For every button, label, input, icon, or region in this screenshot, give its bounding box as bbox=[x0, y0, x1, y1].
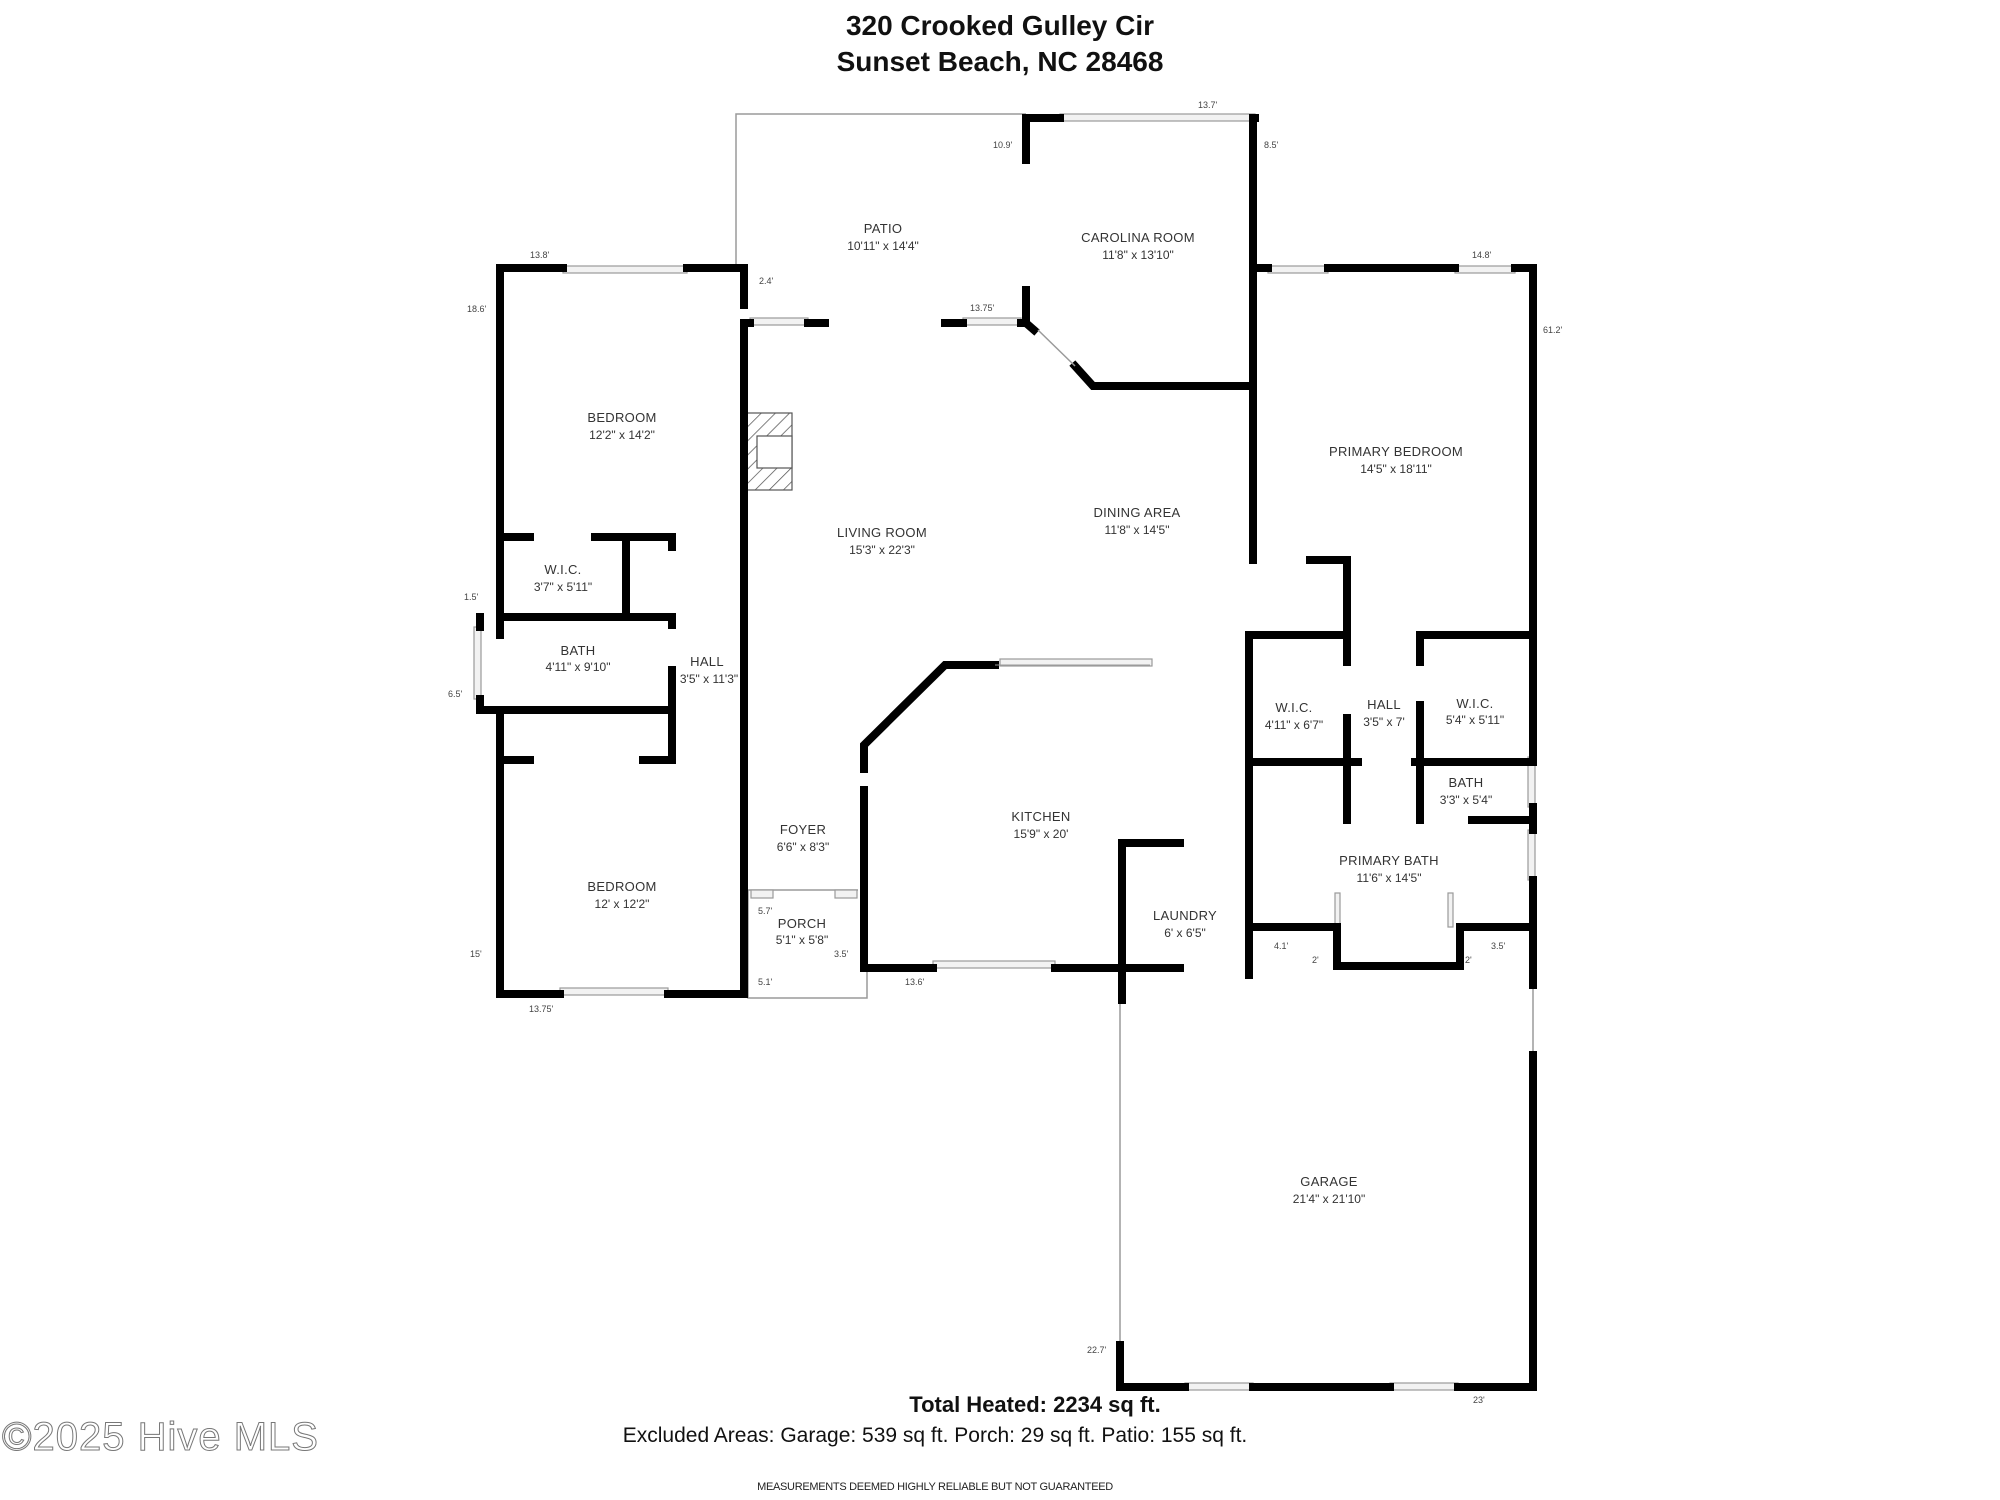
thin-outlines bbox=[735, 113, 1534, 1345]
svg-text:15': 15' bbox=[470, 949, 482, 959]
window bbox=[473, 626, 482, 700]
svg-text:5.7': 5.7' bbox=[758, 906, 773, 916]
room-carolina-dims: 11'8" x 13'10" bbox=[1102, 248, 1174, 262]
room-bedroom-upper-dims: 12'2" x 14'2" bbox=[589, 428, 655, 442]
windows bbox=[473, 113, 1536, 1391]
fireplace-icon bbox=[741, 412, 793, 491]
room-primary-bedroom-dims: 14'5" x 18'11" bbox=[1360, 462, 1432, 476]
room-wic-primary-right-name: W.I.C. bbox=[1456, 696, 1493, 711]
room-garage-dims: 21'4" x 21'10" bbox=[1293, 1192, 1366, 1206]
room-laundry-dims: 6' x 6'5" bbox=[1164, 926, 1206, 940]
window bbox=[1389, 1382, 1459, 1391]
window bbox=[932, 960, 1056, 969]
window bbox=[1447, 892, 1454, 928]
room-bath-primary-small-name: BATH bbox=[1449, 775, 1484, 790]
window bbox=[559, 987, 669, 996]
svg-text:22.7': 22.7' bbox=[1087, 1345, 1107, 1355]
svg-text:14.8': 14.8' bbox=[1472, 250, 1492, 260]
svg-text:10.9': 10.9' bbox=[993, 140, 1013, 150]
window bbox=[962, 317, 1022, 326]
room-hall-primary-name: HALL bbox=[1367, 697, 1401, 712]
svg-text:2': 2' bbox=[1312, 955, 1319, 965]
room-wic-left-dims: 3'7" x 5'11" bbox=[534, 580, 592, 594]
room-primary-bedroom-name: PRIMARY BEDROOM bbox=[1329, 444, 1463, 459]
address-line-2: Sunset Beach, NC 28468 bbox=[836, 46, 1164, 77]
room-living-dims: 15'3" x 22'3" bbox=[849, 543, 915, 557]
room-bath-left-dims: 4'11" x 9'10" bbox=[546, 660, 611, 674]
window bbox=[1184, 1382, 1254, 1391]
window bbox=[749, 317, 809, 326]
room-dining-dims: 11'8" x 14'5" bbox=[1105, 523, 1170, 537]
measurement-disclaimer: MEASUREMENTS DEEMED HIGHLY RELIABLE BUT … bbox=[757, 1481, 1113, 1493]
watermark: ©2025 Hive MLS bbox=[2, 1415, 319, 1460]
room-hall-left-dims: 3'5" x 11'3" bbox=[680, 672, 738, 686]
svg-text:13.7': 13.7' bbox=[1198, 100, 1218, 110]
room-laundry-name: LAUNDRY bbox=[1153, 908, 1217, 923]
room-patio-dims: 10'11" x 14'4" bbox=[847, 239, 919, 253]
svg-text:2.4': 2.4' bbox=[759, 276, 774, 286]
room-bath-left-name: BATH bbox=[561, 643, 596, 658]
room-wic-left-name: W.I.C. bbox=[544, 562, 581, 577]
window bbox=[1454, 265, 1516, 274]
walls bbox=[476, 114, 1537, 1391]
room-bedroom-upper-name: BEDROOM bbox=[587, 410, 656, 425]
svg-text:8.5': 8.5' bbox=[1264, 140, 1279, 150]
svg-text:13.75': 13.75' bbox=[529, 1004, 554, 1014]
window bbox=[1334, 892, 1341, 928]
svg-text:1.5': 1.5' bbox=[464, 592, 479, 602]
room-primary-bath-name: PRIMARY BATH bbox=[1339, 853, 1439, 868]
room-foyer-name: FOYER bbox=[780, 822, 826, 837]
svg-text:61.2': 61.2' bbox=[1543, 325, 1563, 335]
svg-text:2': 2' bbox=[1465, 955, 1472, 965]
room-hall-left-name: HALL bbox=[690, 654, 724, 669]
room-labels: PATIO 10'11" x 14'4" CAROLINA ROOM 11'8"… bbox=[534, 221, 1504, 1206]
svg-text:23': 23' bbox=[1473, 1395, 1485, 1405]
svg-text:4.1': 4.1' bbox=[1274, 941, 1289, 951]
room-porch-dims: 5'1" x 5'8" bbox=[776, 933, 828, 947]
room-porch-name: PORCH bbox=[778, 916, 826, 931]
room-garage-name: GARAGE bbox=[1300, 1174, 1357, 1189]
room-carolina-name: CAROLINA ROOM bbox=[1081, 230, 1195, 245]
excluded-areas: Excluded Areas: Garage: 539 sq ft. Porch… bbox=[622, 1424, 1248, 1447]
window bbox=[1527, 829, 1536, 881]
room-primary-bath-dims: 11'6" x 14'5" bbox=[1357, 871, 1422, 885]
address-line-1: 320 Crooked Gulley Cir bbox=[845, 10, 1155, 41]
room-foyer-dims: 6'6" x 8'3" bbox=[777, 840, 829, 854]
room-bath-primary-small-dims: 3'3" x 5'4" bbox=[1440, 793, 1492, 807]
window bbox=[1059, 113, 1256, 122]
window bbox=[999, 658, 1153, 667]
svg-text:3.5': 3.5' bbox=[834, 949, 849, 959]
svg-text:3.5': 3.5' bbox=[1491, 941, 1506, 951]
svg-text:18.6': 18.6' bbox=[467, 304, 487, 314]
svg-text:13.8': 13.8' bbox=[530, 250, 550, 260]
room-kitchen-name: KITCHEN bbox=[1011, 809, 1070, 824]
room-living-name: LIVING ROOM bbox=[837, 525, 927, 540]
total-heated-area: Total Heated: 2234 sq ft. bbox=[909, 1392, 1161, 1417]
svg-text:13.6': 13.6' bbox=[905, 977, 925, 987]
room-bedroom-lower-name: BEDROOM bbox=[587, 879, 656, 894]
carolina-door-opening bbox=[1037, 329, 1076, 367]
window bbox=[562, 265, 688, 274]
room-dining-name: DINING AREA bbox=[1093, 505, 1180, 520]
svg-text:6.5': 6.5' bbox=[448, 689, 463, 699]
window bbox=[1267, 265, 1329, 274]
room-hall-primary-dims: 3'5" x 7' bbox=[1363, 715, 1405, 729]
room-wic-primary-right-dims: 5'4" x 5'11" bbox=[1446, 713, 1504, 727]
room-bedroom-lower-dims: 12' x 12'2" bbox=[595, 897, 650, 911]
window bbox=[750, 889, 774, 899]
room-kitchen-dims: 15'9" x 20' bbox=[1014, 827, 1069, 841]
svg-text:5.1': 5.1' bbox=[758, 977, 773, 987]
room-patio-name: PATIO bbox=[864, 221, 903, 236]
window bbox=[834, 889, 858, 899]
room-wic-primary-left-name: W.I.C. bbox=[1275, 700, 1312, 715]
measurements: 13.7' 10.9' 8.5' 13.8' 18.6' 2.4' 13.75'… bbox=[448, 100, 1563, 1405]
svg-text:13.75': 13.75' bbox=[970, 303, 995, 313]
room-wic-primary-left-dims: 4'11" x 6'7" bbox=[1265, 718, 1323, 732]
